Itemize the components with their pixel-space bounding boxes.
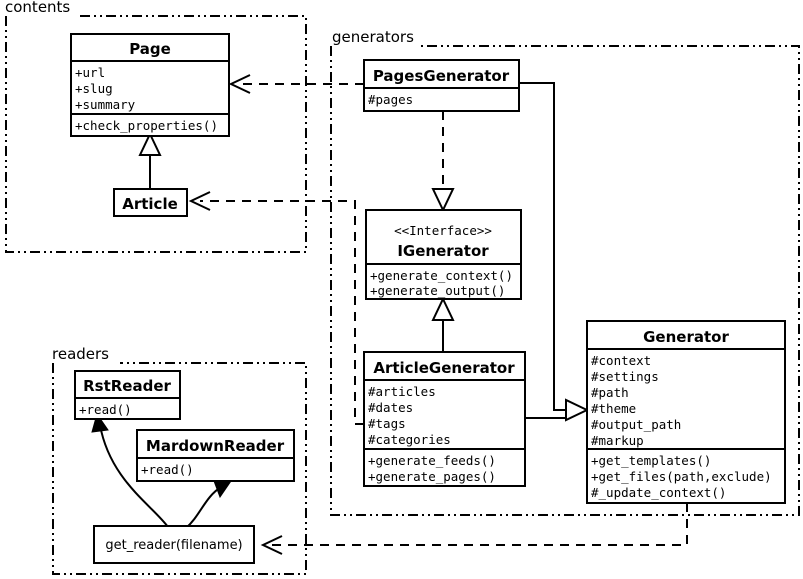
package-generators: generators bbox=[330, 28, 800, 516]
class-article[interactable]: Article bbox=[113, 188, 188, 217]
class-rstreader-method: +read() bbox=[79, 402, 132, 417]
package-readers-border bbox=[52, 362, 307, 575]
class-pagesgenerator[interactable]: PagesGenerator #pages bbox=[363, 59, 520, 112]
function-get-reader[interactable]: get_reader(filename) bbox=[93, 525, 255, 564]
class-igenerator-title: IGenerator bbox=[397, 242, 489, 260]
class-articlegenerator-attribute: #tags bbox=[368, 416, 406, 431]
class-articlegenerator-attribute: #articles bbox=[368, 384, 436, 399]
function-get-reader-label: get_reader(filename) bbox=[105, 538, 242, 553]
class-rstreader-title: RstReader bbox=[83, 377, 171, 395]
class-generator-attribute: #settings bbox=[591, 369, 659, 384]
class-articlegenerator-attribute: #dates bbox=[368, 400, 413, 415]
class-generator-attribute: #context bbox=[591, 353, 651, 368]
package-readers-label: readers bbox=[52, 345, 109, 363]
package-contents-label: contents bbox=[5, 0, 70, 16]
class-article-title: Article bbox=[122, 195, 178, 213]
class-pagesgenerator-attribute: #pages bbox=[368, 92, 413, 107]
class-articlegenerator-method: +generate_pages() bbox=[368, 469, 496, 484]
class-rstreader[interactable]: RstReader +read() bbox=[74, 370, 181, 420]
relation-article-to-page bbox=[138, 131, 162, 190]
class-generator-method: #_update_context() bbox=[591, 485, 726, 500]
class-igenerator[interactable]: <<Interface>> IGenerator +generate_conte… bbox=[365, 209, 522, 300]
class-pagesgenerator-title: PagesGenerator bbox=[373, 67, 510, 85]
package-contents: contents bbox=[5, 0, 307, 253]
relation-pagesgenerator-to-generator bbox=[519, 82, 566, 411]
class-articlegenerator[interactable]: ArticleGenerator #articles #dates #tags … bbox=[363, 351, 526, 487]
relation-pagesgenerator-to-igenerator bbox=[431, 111, 455, 213]
class-page-attribute: +summary bbox=[75, 97, 136, 112]
relation-pagesgenerator-to-page bbox=[228, 74, 364, 94]
package-generators-label: generators bbox=[332, 28, 414, 46]
class-generator-title: Generator bbox=[643, 328, 729, 346]
class-igenerator-stereotype: <<Interface>> bbox=[394, 223, 492, 238]
class-mardownreader[interactable]: MardownReader +read() bbox=[136, 429, 295, 482]
class-generator-attribute: #output_path bbox=[591, 417, 681, 432]
package-contents-border bbox=[5, 15, 307, 253]
class-articlegenerator-attribute: #categories bbox=[368, 432, 451, 447]
class-articlegenerator-method: +generate_feeds() bbox=[368, 453, 496, 468]
class-generator-attribute: #markup bbox=[591, 433, 644, 448]
class-mardownreader-method: +read() bbox=[141, 462, 194, 477]
class-page-attribute: +slug bbox=[75, 81, 113, 96]
relation-getreader-to-mardownreader bbox=[185, 480, 232, 529]
class-generator-attribute: #path bbox=[591, 385, 629, 400]
class-page-title: Page bbox=[129, 40, 171, 58]
class-mardownreader-title: MardownReader bbox=[146, 437, 285, 455]
package-readers: readers bbox=[52, 345, 307, 575]
class-generator-method: +get_templates() bbox=[591, 453, 711, 468]
class-generator-method: +get_files(path,exclude) bbox=[591, 469, 772, 484]
class-page[interactable]: Page +url +slug +summary +check_properti… bbox=[70, 33, 230, 137]
class-igenerator-method: +generate_context() bbox=[370, 268, 513, 283]
relation-articlegenerator-to-article bbox=[188, 191, 364, 425]
relation-articlegenerator-to-generator bbox=[525, 398, 590, 422]
class-igenerator-method: +generate_output() bbox=[370, 283, 505, 298]
class-page-method: +check_properties() bbox=[75, 118, 218, 133]
class-generator[interactable]: Generator #context #settings #path #them… bbox=[586, 320, 786, 504]
relation-generator-to-getreader bbox=[260, 503, 688, 555]
class-articlegenerator-title: ArticleGenerator bbox=[373, 359, 515, 377]
package-generators-border bbox=[330, 45, 800, 516]
class-generator-attribute: #theme bbox=[591, 401, 636, 416]
relation-articlegenerator-to-igenerator bbox=[431, 296, 455, 352]
class-page-attribute: +url bbox=[75, 65, 105, 80]
